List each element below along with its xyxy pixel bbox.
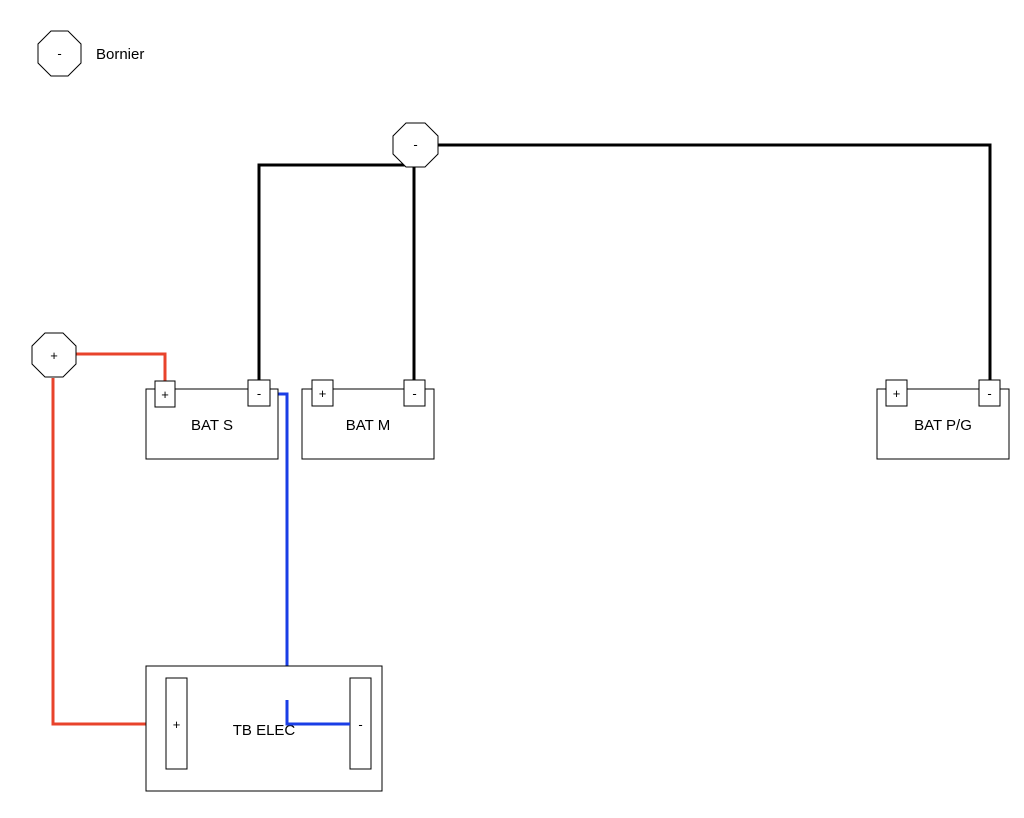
battery-positive-terminal: [311, 379, 334, 407]
legend-label: Bornier: [96, 46, 144, 63]
bornier-negative-sign: -: [413, 137, 417, 152]
legend-bornier-symbol: [37, 30, 82, 77]
battery-negative-terminal: [978, 379, 1001, 407]
battery-negative-terminal: [403, 379, 426, 407]
tb-elec-negative-sign: -: [358, 717, 362, 732]
bornier-negative: -: [392, 122, 439, 168]
battery-label: BAT S: [191, 417, 233, 434]
battery-positive-sign: +: [319, 386, 327, 401]
legend: - Bornier: [37, 30, 144, 77]
battery-label: BAT M: [346, 417, 390, 434]
tb-elec-positive-sign: +: [173, 717, 181, 732]
wire-bornier-to-tb-elec-positive: [51, 378, 166, 726]
bornier-positive: +: [31, 332, 77, 378]
tb-elec-label: TB ELEC: [233, 722, 296, 739]
battery-label: BAT P/G: [914, 417, 972, 434]
bornier-negative-octagon: [392, 122, 439, 168]
battery-bat-pg: + - BAT P/G: [876, 379, 1010, 460]
wire-tb-overlay: [285, 700, 350, 726]
battery-negative-sign: -: [257, 386, 261, 401]
battery-positive-sign: +: [161, 387, 169, 402]
bornier-positive-octagon: [31, 332, 77, 378]
tb-elec-panel: + - TB ELEC: [145, 665, 383, 792]
battery-positive-terminal: [885, 379, 908, 407]
battery-bat-m: + - BAT M: [301, 379, 435, 460]
battery-positive-terminal: [154, 380, 176, 408]
battery-negative-sign: -: [987, 386, 991, 401]
tb-elec-positive-bar: [165, 677, 188, 770]
wire-bornier-to-bat-s-positive: [76, 352, 167, 381]
wire-bat-s-negative-to-bornier: [257, 163, 415, 380]
battery-bat-s: + - BAT S: [145, 379, 279, 460]
bornier-positive-sign: +: [50, 348, 58, 363]
battery-positive-sign: +: [893, 386, 901, 401]
battery-negative-terminal: [247, 379, 271, 407]
legend-bornier-sign: -: [57, 46, 61, 61]
wire-bornier-to-bat-pg-negative: [437, 143, 992, 380]
battery-negative-sign: -: [412, 386, 416, 401]
